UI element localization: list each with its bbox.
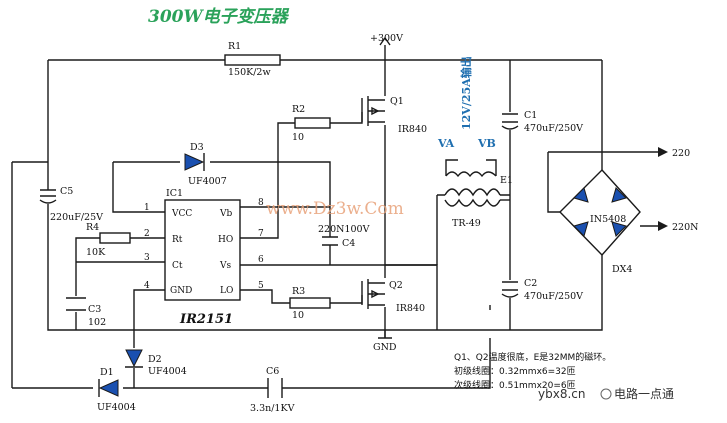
capacitor-c6: C6 3.3n/1KV <box>250 366 295 414</box>
resistor-r4: R4 10K <box>86 222 131 258</box>
footer-branding: ybx8.cn 电路一点通 <box>538 386 674 401</box>
pin-vb: Vb <box>219 209 232 219</box>
q1-part: IR840 <box>398 124 427 135</box>
c2-label: C2 <box>524 278 537 289</box>
ic-part-name: IR2151 <box>179 312 233 327</box>
watermark: www.Dz3w.Com <box>266 199 404 219</box>
pin-vcc: VCC <box>171 209 192 219</box>
mosfet-q2: Q2 IR840 <box>361 279 425 314</box>
gnd-label: GND <box>373 342 397 353</box>
c6-value: 3.3n/1KV <box>250 403 295 414</box>
resistor-r1: R1 150K/2w <box>224 41 281 78</box>
d3-label: D3 <box>190 142 204 153</box>
r3-label: R3 <box>292 286 305 297</box>
r1-value: 150K/2w <box>228 67 271 78</box>
r2-value: 10 <box>292 132 304 143</box>
pin-vs: Vs <box>219 261 231 271</box>
bridge-part: IN5408 <box>590 214 626 225</box>
ac-terminal-220n: 220N <box>672 222 698 233</box>
note-line-2: 初级线圈：0.32mmx6=32匝 <box>454 365 576 377</box>
ic-ir2151: IC1 VCC Vb Rt HO Ct Vs GND LO 1 2 3 4 8 … <box>144 188 264 327</box>
d3-part: UF4007 <box>188 176 227 187</box>
pin-gnd: GND <box>170 286 192 296</box>
resistor-r3: R3 10 <box>289 286 331 321</box>
pin-ct: Ct <box>172 261 183 271</box>
pin-rt: Rt <box>172 235 183 245</box>
transformer-tr49: VA VB 12V/25A输出 E1 TR-49 <box>437 56 513 229</box>
capacitor-c5: C5 220uF/25V <box>39 186 103 223</box>
pin-num-1: 1 <box>144 203 150 213</box>
wechat-icon <box>600 388 612 400</box>
ac-terminals: 220 220N <box>658 147 698 233</box>
notes: Q1、Q2温度很底，E是32MM的磁环。 初级线圈：0.32mmx6=32匝 次… <box>454 351 611 391</box>
r3-value: 10 <box>292 310 304 321</box>
r4-label: R4 <box>86 222 99 233</box>
r1-label: R1 <box>228 41 241 52</box>
diagram-title: 300W电子变压器 <box>148 7 290 27</box>
output-spec: 12V/25A输出 <box>459 56 473 130</box>
bridge-rectifier-dx4: IN5408 DX4 <box>559 168 641 275</box>
c1-value: 470uF/250V <box>524 123 583 134</box>
capacitor-c4: 220N100V C4 <box>318 224 370 249</box>
c5-value: 220uF/25V <box>50 212 103 223</box>
ground-terminal: GND <box>373 330 397 353</box>
c5-label: C5 <box>60 186 73 197</box>
c2-value: 470uF/250V <box>524 291 583 302</box>
pin-num-2: 2 <box>144 229 150 239</box>
footer-site: ybx8.cn <box>538 387 585 401</box>
c6-label: C6 <box>266 366 279 377</box>
pin-num-4: 4 <box>144 281 150 291</box>
resistor-r2: R2 10 <box>292 104 331 143</box>
va-label: VA <box>437 137 455 150</box>
dx4-label: DX4 <box>612 264 632 275</box>
pin-ho: HO <box>218 235 233 245</box>
ic1-label: IC1 <box>166 188 183 199</box>
pin-num-5: 5 <box>258 281 264 291</box>
c3-label: C3 <box>88 304 101 315</box>
mosfet-q1: Q1 IR840 <box>361 96 427 135</box>
d1-part: UF4004 <box>97 402 136 413</box>
footer-wechat: 电路一点通 <box>614 386 674 401</box>
d2-part: UF4004 <box>148 366 187 377</box>
ac-terminal-220: 220 <box>672 148 690 159</box>
note-line-1: Q1、Q2温度很底，E是32MM的磁环。 <box>454 351 611 363</box>
r2-label: R2 <box>292 104 305 115</box>
c1-label: C1 <box>524 110 537 121</box>
c3-value: 102 <box>88 317 106 328</box>
d1-label: D1 <box>100 367 114 378</box>
d2-label: D2 <box>148 354 162 365</box>
pin-num-3: 3 <box>144 253 150 263</box>
capacitor-c1: C1 470uF/250V <box>501 110 583 134</box>
capacitor-c3: C3 102 <box>66 297 106 328</box>
pin-lo: LO <box>220 286 233 296</box>
pin-num-8: 8 <box>258 198 264 208</box>
wires <box>11 36 658 389</box>
c4-value: 220N100V <box>318 224 370 235</box>
e1-label: E1 <box>500 175 513 186</box>
q1-label: Q1 <box>390 96 404 107</box>
diode-d2: D2 UF4004 <box>125 349 187 377</box>
plus-300v-label: +300V <box>370 33 403 44</box>
pin-num-7: 7 <box>258 229 264 239</box>
diode-d1: D1 UF4004 <box>97 367 136 413</box>
r4-value: 10K <box>86 247 106 258</box>
diode-d3: D3 UF4007 <box>184 142 227 187</box>
q2-label: Q2 <box>389 280 403 291</box>
vb-out-label: VB <box>477 137 496 150</box>
pin-num-6: 6 <box>258 255 264 265</box>
c4-label: C4 <box>342 238 355 249</box>
q2-part: IR840 <box>396 303 425 314</box>
transformer-label: TR-49 <box>452 218 481 229</box>
note-line-3: 次级线圈：0.51mmx20=6匝 <box>454 379 576 391</box>
capacitor-c2: C2 470uF/250V <box>501 278 583 302</box>
